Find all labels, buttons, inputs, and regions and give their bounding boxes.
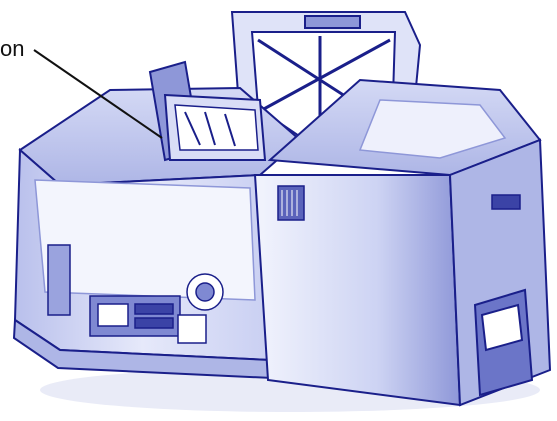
- leader-line: [33, 49, 163, 139]
- left-slot: [47, 244, 71, 316]
- print-head-module: [148, 60, 267, 162]
- side-badge: [491, 194, 521, 210]
- rear-ports: [89, 273, 224, 344]
- left-body-panel: [34, 179, 256, 301]
- right-top-lid: [358, 99, 507, 159]
- callout-label: on: [0, 36, 25, 61]
- card-output: [473, 288, 534, 397]
- vent-lines: [281, 190, 298, 216]
